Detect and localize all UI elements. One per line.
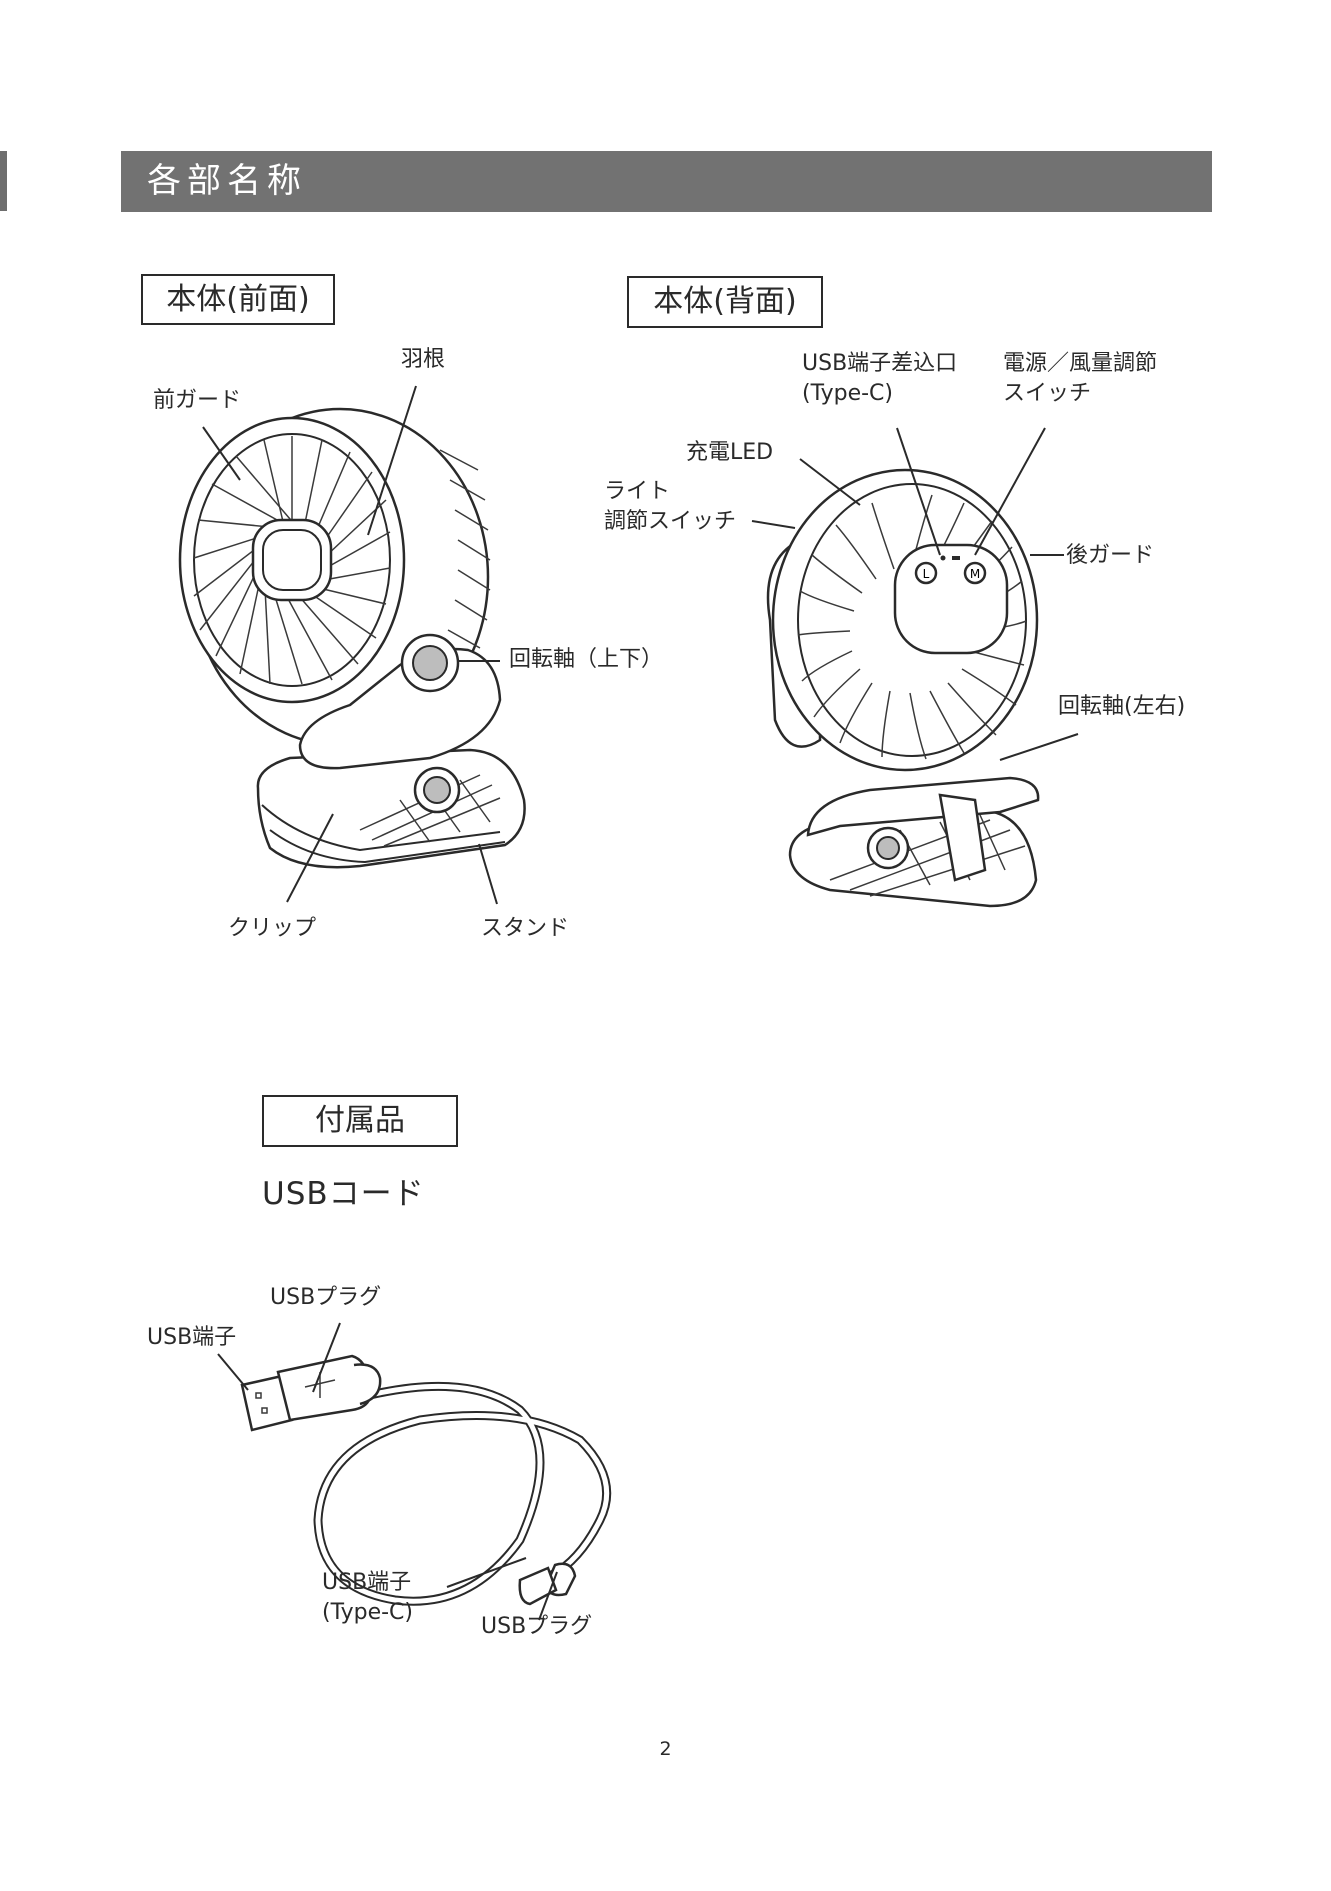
label-front-guard: 前ガード — [153, 386, 241, 416]
leader-usb-terminal-top — [218, 1354, 248, 1390]
label-power-switch: 電源／風量調節 スイッチ — [1003, 349, 1157, 409]
label-swivel-axis: 回転軸(左右) — [1058, 692, 1185, 722]
page-number: 2 — [0, 1738, 1331, 1760]
label-usb-plug-bottom: USBプラグ — [481, 1612, 592, 1642]
accessory-item-title: USBコード — [262, 1168, 425, 1213]
label-clip: クリップ — [228, 914, 316, 944]
label-tilt-axis: 回転軸（上下） — [509, 645, 663, 675]
usb-a-plug — [242, 1356, 380, 1430]
label-blade: 羽根 — [401, 345, 445, 375]
label-stand: スタンド — [481, 914, 569, 944]
label-usb-plug-top: USBプラグ — [270, 1283, 381, 1313]
label-usb-terminal-typec: USB端子 (Type-C) — [322, 1568, 413, 1628]
leader-usb-terminal-typec — [447, 1558, 526, 1587]
label-charge-led: 充電LED — [686, 438, 773, 468]
label-usb-terminal-top: USB端子 — [147, 1323, 236, 1353]
label-rear-guard: 後ガード — [1066, 541, 1154, 571]
label-light-switch: ライト 調節スイッチ — [604, 477, 736, 537]
label-usb-port: USB端子差込口 (Type-C) — [802, 349, 957, 409]
